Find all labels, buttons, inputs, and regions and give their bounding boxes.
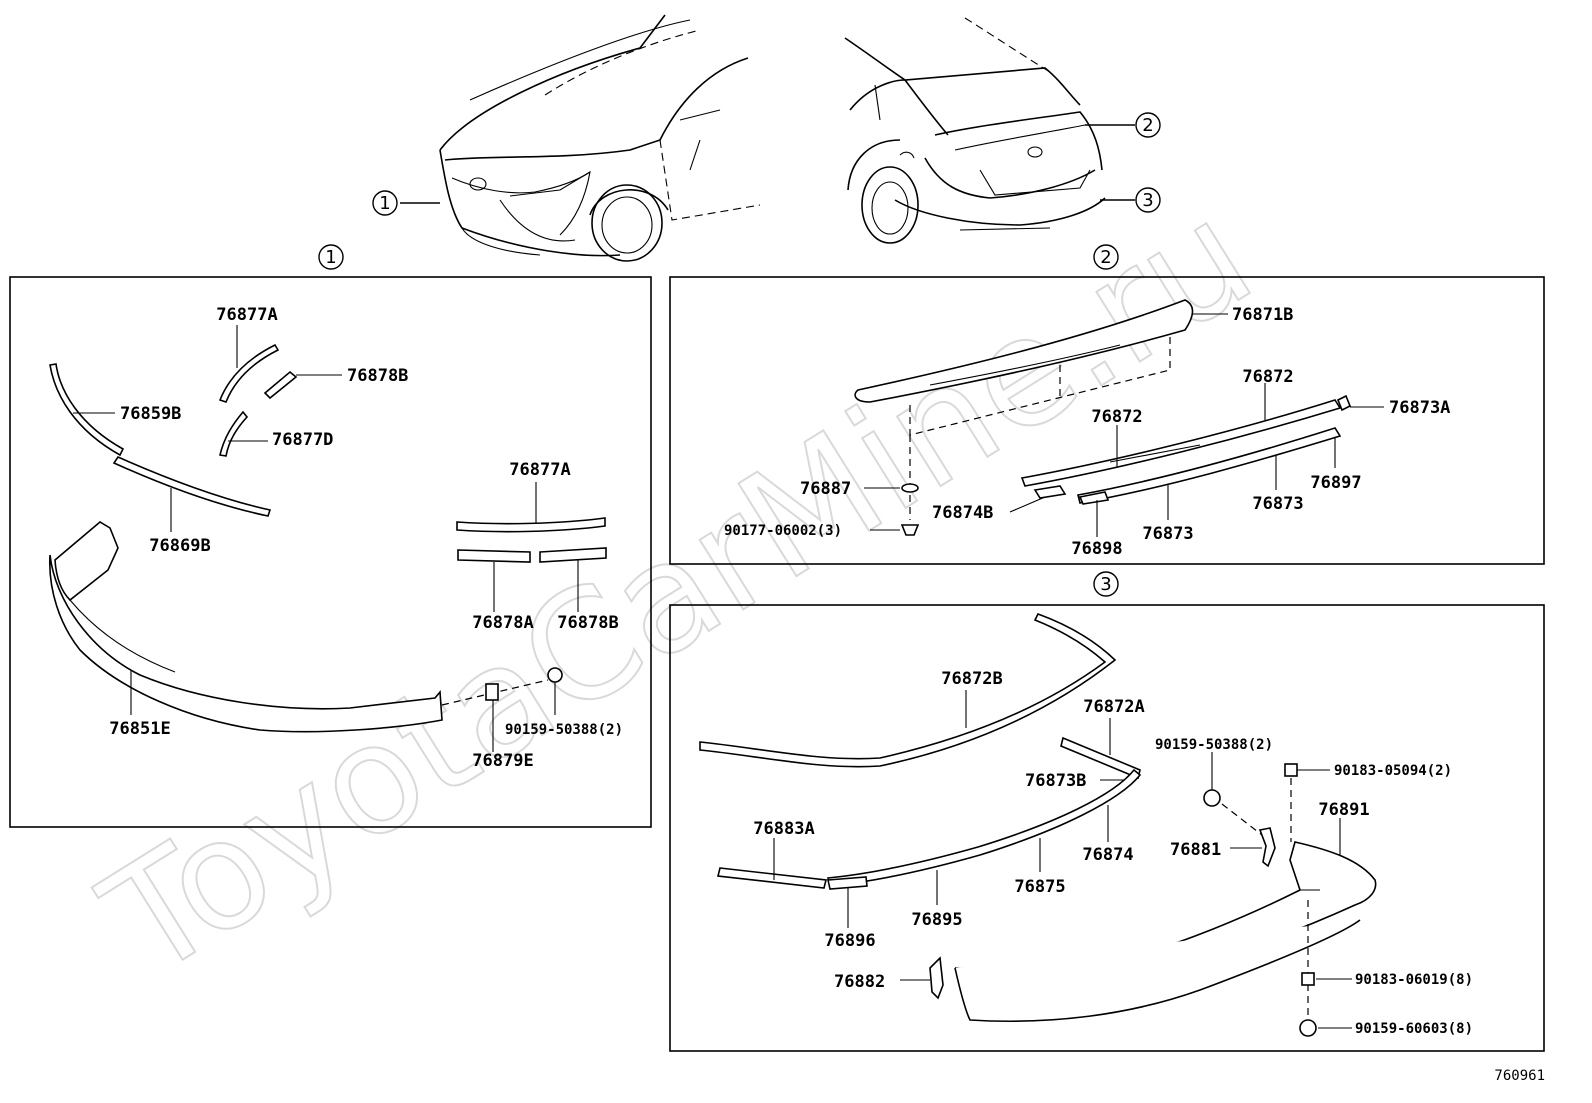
label-76851E: 76851E bbox=[109, 719, 170, 739]
grommet-76887 bbox=[901, 483, 919, 493]
front-section: 1 76877A 76878B 76859B 76869B 76877D 768… bbox=[9, 244, 652, 828]
front-car-illustration bbox=[439, 14, 761, 262]
bolt-90159-60603 bbox=[1299, 1019, 1317, 1037]
front-section-frame bbox=[9, 276, 652, 828]
spoiler-callout-circle bbox=[1135, 112, 1161, 138]
label-76877D: 76877D bbox=[272, 430, 333, 450]
bracket-76881 bbox=[1258, 827, 1276, 868]
label-76874: 76874 bbox=[1082, 845, 1133, 865]
spoiler-section-frame bbox=[669, 276, 1545, 565]
front-section-callout-number: 1 bbox=[325, 247, 336, 268]
label-76878B-top: 76878B bbox=[347, 366, 408, 386]
nut-90183-06019 bbox=[1301, 972, 1315, 986]
bolt-90159-50388-rear bbox=[1203, 789, 1221, 807]
label-90183-05094: 90183-05094(2) bbox=[1334, 763, 1452, 779]
label-76879E: 76879E bbox=[472, 751, 533, 771]
label-76883A: 76883A bbox=[753, 819, 814, 839]
clip-76879E bbox=[485, 683, 499, 701]
label-76877A-right: 76877A bbox=[509, 460, 570, 480]
spoiler-section-callout-number: 2 bbox=[1100, 247, 1111, 268]
label-90177-06002: 90177-06002(3) bbox=[724, 523, 842, 539]
rear-section-frame bbox=[669, 604, 1545, 1052]
label-90159-50388-front: 90159-50388(2) bbox=[505, 722, 623, 738]
front-section-callout-circle bbox=[318, 244, 344, 270]
label-76872-lower: 76872 bbox=[1091, 407, 1142, 427]
label-76898: 76898 bbox=[1071, 539, 1122, 559]
label-76875: 76875 bbox=[1014, 877, 1065, 897]
rear-callout-circle bbox=[1135, 187, 1161, 213]
rear-section-callout-circle bbox=[1093, 571, 1119, 597]
label-76882: 76882 bbox=[834, 972, 885, 992]
rear-section: 3 76872B 76872A 76873B 76874 76875 76895… bbox=[669, 571, 1545, 1052]
label-76873-left: 76873 bbox=[1142, 524, 1193, 544]
rear-callout-number: 3 bbox=[1142, 190, 1153, 211]
spoiler-section: 2 76871B 76887 90177-06002(3) 76872 7687… bbox=[669, 244, 1545, 565]
label-76874B: 76874B bbox=[932, 503, 993, 523]
label-76887: 76887 bbox=[800, 479, 851, 499]
figure-id: 760961 bbox=[1494, 1068, 1545, 1084]
label-76896: 76896 bbox=[824, 931, 875, 951]
label-76869B: 76869B bbox=[149, 536, 210, 556]
spoiler-section-callout-circle bbox=[1093, 244, 1119, 270]
front-callout-number: 1 bbox=[379, 193, 390, 214]
label-76877A-top: 76877A bbox=[216, 305, 277, 325]
rear-car-illustration bbox=[844, 17, 1106, 244]
label-76873-right: 76873 bbox=[1252, 494, 1303, 514]
label-90159-60603: 90159-60603(8) bbox=[1355, 1021, 1473, 1037]
label-76873A: 76873A bbox=[1389, 398, 1450, 418]
label-76873B: 76873B bbox=[1025, 771, 1086, 791]
label-76878A: 76878A bbox=[472, 613, 533, 633]
label-76872-upper: 76872 bbox=[1242, 367, 1293, 387]
front-callout-circle bbox=[372, 190, 398, 216]
label-76878B-right: 76878B bbox=[557, 613, 618, 633]
label-76872A: 76872A bbox=[1083, 697, 1144, 717]
label-76859B: 76859B bbox=[120, 404, 181, 424]
screw-90177-06002 bbox=[900, 524, 920, 536]
spoiler-callout-number: 2 bbox=[1142, 115, 1153, 136]
label-76897: 76897 bbox=[1310, 473, 1361, 493]
bolt-90159-50388-front bbox=[547, 667, 563, 683]
label-76872B: 76872B bbox=[941, 669, 1002, 689]
label-76881: 76881 bbox=[1170, 840, 1221, 860]
rear-section-callout-number: 3 bbox=[1100, 574, 1111, 595]
label-76891: 76891 bbox=[1318, 800, 1369, 820]
label-90159-50388-rear: 90159-50388(2) bbox=[1155, 737, 1273, 753]
nut-90183-05094 bbox=[1284, 763, 1298, 777]
label-90183-06019: 90183-06019(8) bbox=[1355, 972, 1473, 988]
label-76871B: 76871B bbox=[1232, 305, 1293, 325]
bracket-76882 bbox=[929, 956, 944, 1000]
label-76895: 76895 bbox=[911, 910, 962, 930]
